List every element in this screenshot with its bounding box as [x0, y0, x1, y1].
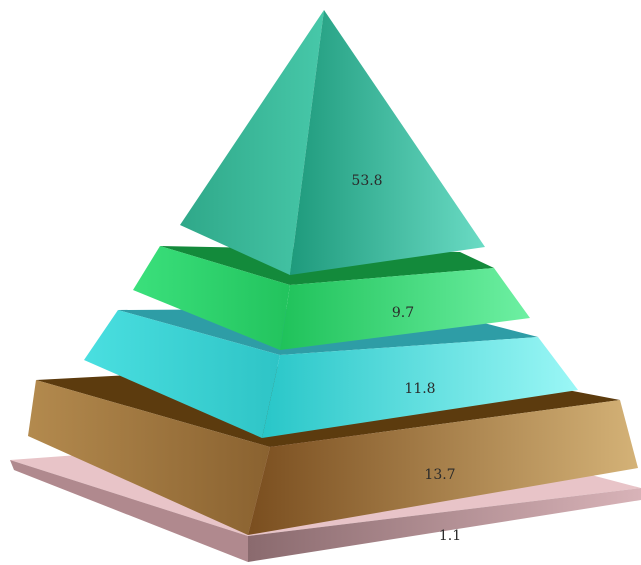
layer-2-label: 9.7: [392, 305, 414, 321]
layer-2-left: [133, 246, 290, 350]
layer-4-front: [248, 400, 638, 535]
layer-1: 53.8: [180, 10, 485, 275]
layer-3-front: [262, 337, 578, 438]
layer-4-left: [28, 380, 270, 535]
layer-5-front: [248, 488, 641, 562]
layer-3-left: [84, 310, 280, 438]
layer-1-label: 53.8: [351, 173, 382, 189]
layer-1-left-face: [180, 10, 324, 275]
layer-4-label: 13.7: [424, 467, 455, 483]
layer-2-front: [280, 268, 530, 350]
layer-5-left: [10, 460, 248, 562]
layer-5-label: 1.1: [439, 528, 461, 544]
layer-1-right-face: [290, 10, 485, 275]
layer-3-label: 11.8: [404, 381, 435, 397]
